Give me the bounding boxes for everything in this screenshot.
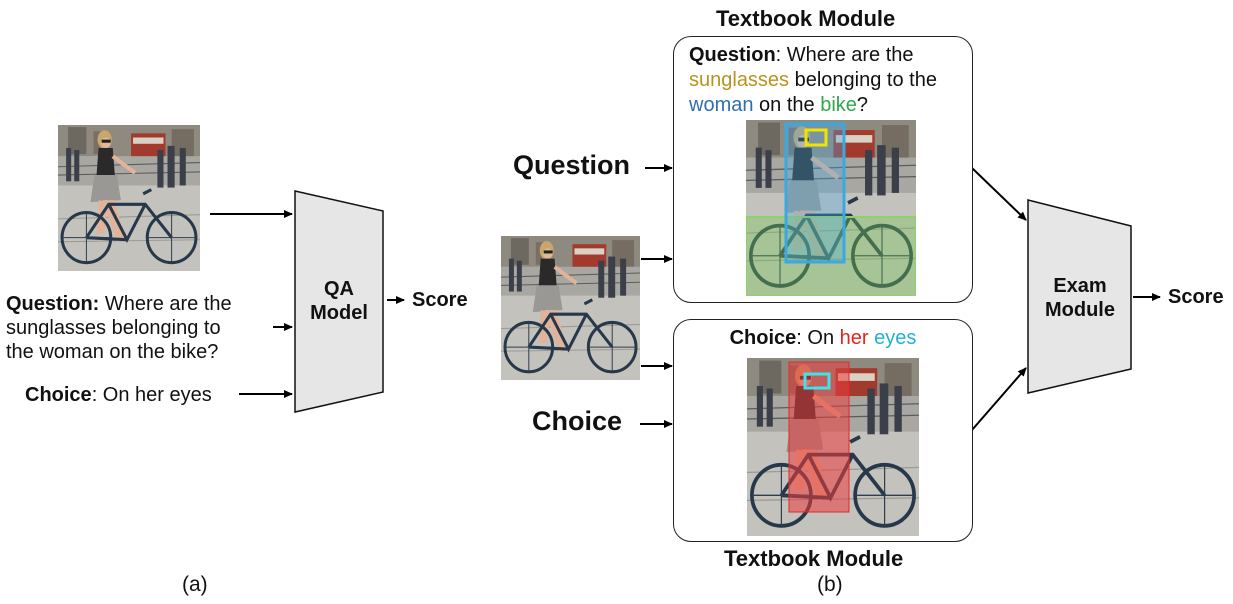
sunglasses-region [804,128,828,147]
bottom-module-title: Textbook Module [724,546,904,571]
panel-a-score: Score [412,289,468,311]
top-module-question: Question: Where are the sunglasses belon… [689,44,937,116]
panel-a-choice: Choice: On her eyes [25,383,212,407]
her-region [788,361,850,513]
bottom-module-choice: Choice: On her eyes [729,327,917,349]
choice-label: Choice [25,384,92,406]
word-woman: woman [689,94,754,116]
panel-a-caption: (a) [182,573,208,596]
bike-region [746,216,916,296]
choice-label-b: Choice [729,327,797,349]
panel-b-score: Score [1168,286,1224,308]
arrow-top-module-to-exam [971,167,1027,221]
question-text-line1: Where are the [104,293,232,315]
top-module-title: Textbook Module [716,6,896,31]
bottom-module-image [747,358,919,536]
question-label-b: Question [689,44,776,66]
bottom-textbook-module: Choice: On her eyes [673,319,973,542]
eyes-region [803,372,831,390]
qa-model-block [294,190,384,413]
word-bike: bike [820,94,857,116]
word-eyes: eyes [874,327,917,349]
exam-module-block [1027,199,1132,394]
word-sunglasses: sunglasses [689,69,790,91]
arrow-bottom-module-to-exam [971,367,1027,431]
question-input-label: Question [513,150,631,180]
choice-text: : On her eyes [91,384,212,406]
question-label: Question: [6,293,100,315]
top-module-image [746,120,916,296]
qa-model-label: QA Model [310,278,368,324]
top-textbook-module: Question: Where are the sunglasses belon… [673,36,973,303]
exam-module-label: Exam Module [1045,275,1115,321]
choice-input-label: Choice [532,406,623,436]
panel-b-image [501,236,640,380]
question-text-line2: sunglasses belonging to [6,317,221,339]
woman-region [784,122,846,264]
question-text-line3: the woman on the bike? [6,341,219,363]
panel-a-question: Question: Where are the sunglasses belon… [6,292,276,364]
word-her: her [839,327,869,349]
panel-b-caption: (b) [817,573,843,596]
